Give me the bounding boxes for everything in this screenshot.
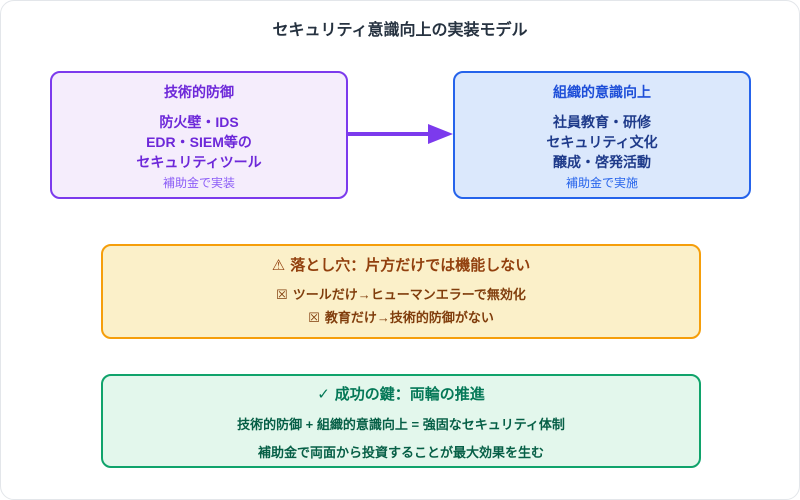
pitfall-title: ⚠落とし穴：片方だけでは機能しない bbox=[272, 256, 530, 275]
technical-defense-footer: 補助金で実装 bbox=[162, 176, 235, 190]
pitfall-item: ☒ ツールだけ→ヒューマンエラーで無効化 bbox=[276, 286, 526, 304]
organizational-awareness-line: 社員教育・研修 bbox=[553, 114, 651, 130]
organizational-awareness-line: 醸成・啓発活動 bbox=[553, 154, 651, 170]
organizational-awareness-box: 組織的意識向上 社員教育・研修 セキュリティ文化 醸成・啓発活動 補助金で実施 bbox=[453, 71, 751, 199]
organizational-awareness-line: セキュリティ文化 bbox=[546, 134, 658, 150]
technical-defense-line: セキュリティツール bbox=[136, 154, 262, 170]
success-line: 補助金で両面から投資することが最大効果を生む bbox=[257, 445, 544, 460]
crossed-box-icon: ☒ bbox=[276, 287, 288, 302]
pitfall-item-text: ツールだけ→ヒューマンエラーで無効化 bbox=[292, 287, 526, 302]
right-arrow-icon bbox=[348, 124, 453, 144]
organizational-awareness-footer: 補助金で実施 bbox=[565, 176, 638, 190]
success-title: ✓成功の鍵：両輪の推進 bbox=[317, 385, 485, 404]
technical-defense-title: 技術的防御 bbox=[164, 84, 234, 100]
pitfall-title-text: 落とし穴：片方だけでは機能しない bbox=[290, 257, 531, 274]
warning-icon: ⚠ bbox=[271, 257, 286, 274]
success-line: 技術的防御 + 組織的意識向上 = 強固なセキュリティ体制 bbox=[237, 417, 565, 432]
organizational-awareness-title: 組織的意識向上 bbox=[553, 84, 651, 100]
crossed-box-icon: ☒ bbox=[308, 310, 320, 325]
pitfall-item-text: 教育だけ→技術的防御がない bbox=[324, 310, 494, 325]
technical-defense-line: 防火壁・IDS bbox=[159, 114, 239, 130]
pitfall-item: ☒ 教育だけ→技術的防御がない bbox=[308, 309, 494, 327]
pitfall-box: ⚠落とし穴：片方だけでは機能しない ☒ ツールだけ→ヒューマンエラーで無効化 ☒ 教… bbox=[101, 244, 701, 339]
success-title-text: 成功の鍵：両輪の推進 bbox=[334, 386, 485, 403]
technical-defense-line: EDR・SIEM等の bbox=[146, 134, 252, 150]
success-box: ✓成功の鍵：両輪の推進 技術的防御 + 組織的意識向上 = 強固なセキュリティ体… bbox=[101, 374, 701, 468]
page-title: セキュリティ意識向上の実装モデル bbox=[272, 22, 528, 39]
flow-arrow bbox=[348, 120, 454, 148]
check-icon: ✓ bbox=[317, 386, 330, 403]
technical-defense-box: 技術的防御 防火壁・IDS EDR・SIEM等の セキュリティツール 補助金で実… bbox=[50, 71, 348, 199]
